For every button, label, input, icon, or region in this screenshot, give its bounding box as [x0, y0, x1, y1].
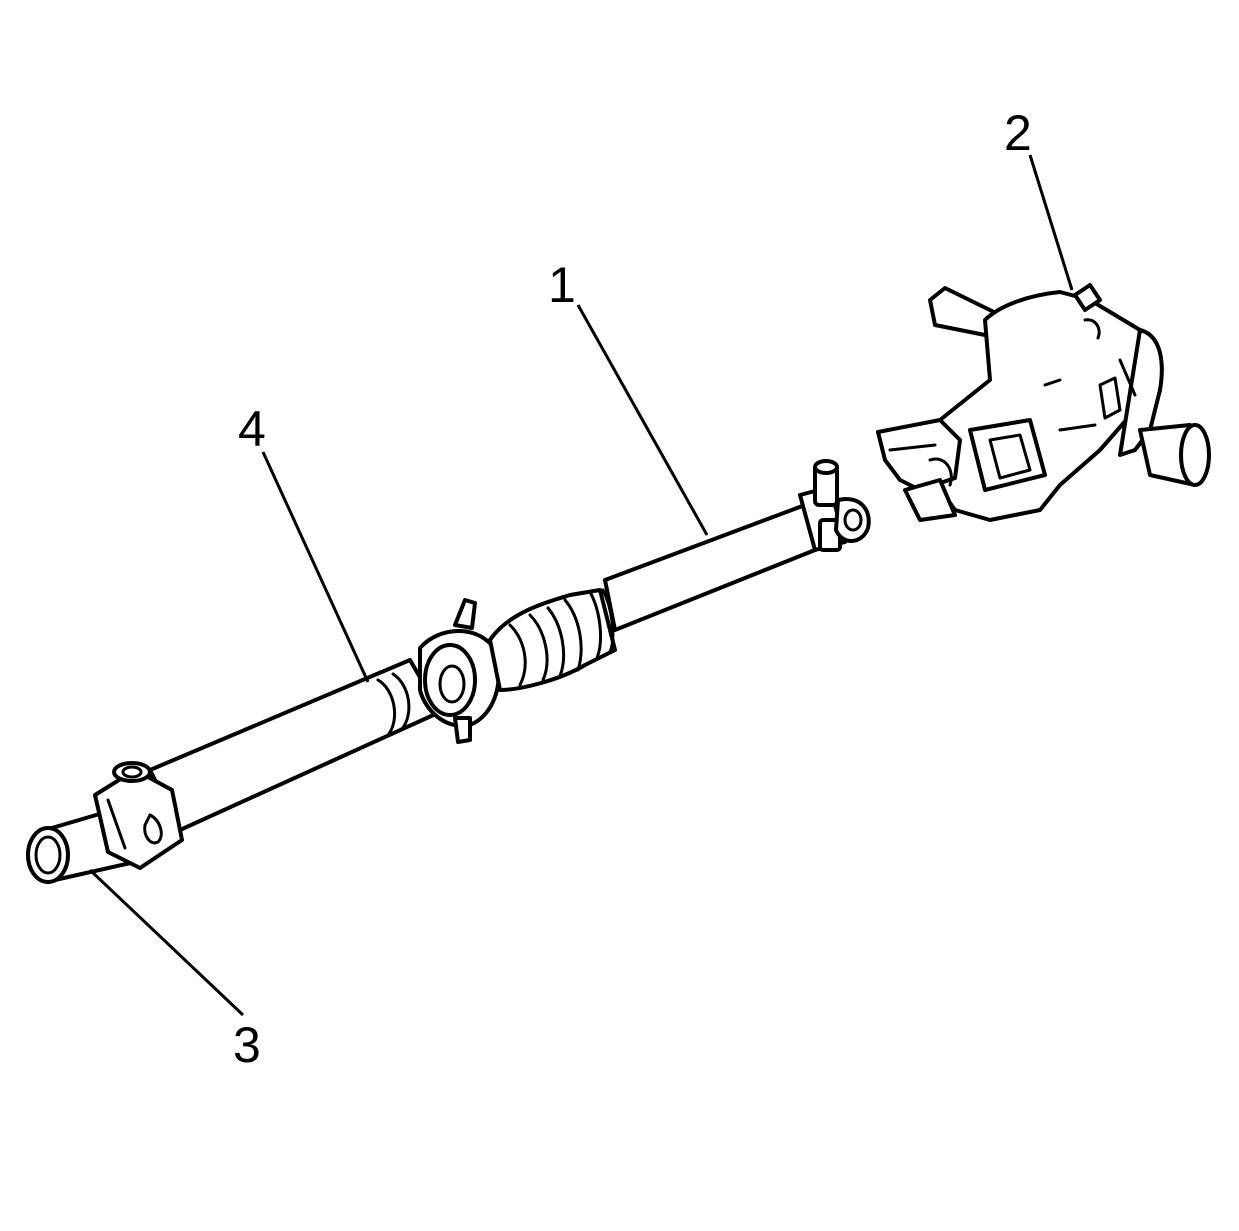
intermediate-joint-boot: [488, 588, 617, 692]
callout-label-3: 3: [233, 1017, 261, 1073]
center-bearing-support: [418, 598, 501, 744]
callout-label-4: 4: [238, 401, 266, 457]
front-shaft-tube: [148, 658, 442, 832]
callout-label-2: 2: [1004, 105, 1032, 161]
leader-line-1: [576, 304, 709, 536]
callout-label-1: 1: [548, 257, 576, 313]
callout-labels: 1 2 3 4: [233, 105, 1032, 1073]
leader-line-3: [88, 868, 245, 1017]
leader-line-2: [1028, 154, 1074, 291]
rear-shaft-tube: [603, 503, 822, 632]
front-slip-yoke: [26, 761, 184, 884]
leader-lines: [88, 154, 1074, 1017]
rear-universal-joint: [798, 459, 871, 552]
rear-differential: [876, 283, 1211, 522]
leader-line-4: [261, 451, 370, 683]
